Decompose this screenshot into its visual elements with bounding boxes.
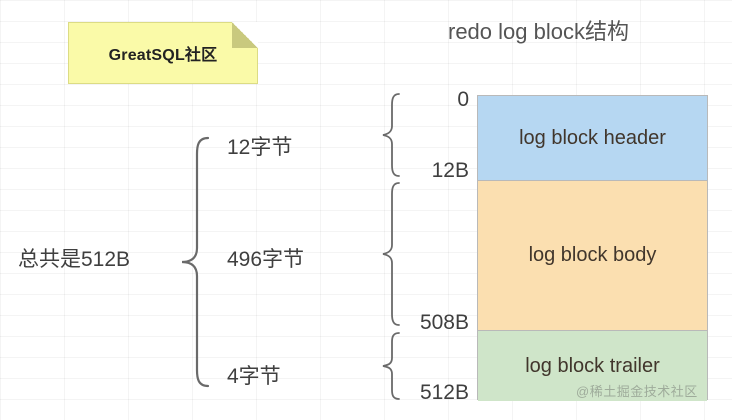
block-segment-header: log block header [478, 96, 707, 181]
page-title: redo log block结构 [448, 19, 629, 44]
segment-brace-body-icon [380, 181, 402, 327]
segment-brace-header-icon [380, 92, 402, 178]
offset-label-512: 512B [419, 381, 469, 404]
group-brace-icon [178, 136, 212, 388]
segment-size-trailer: 4字节 [227, 365, 281, 388]
redo-log-block-diagram: log block header log block body log bloc… [477, 95, 708, 401]
sticky-note-body [68, 22, 258, 84]
watermark: @稀土掘金技术社区 [576, 384, 698, 399]
sticky-note-label: GreatSQL社区 [108, 47, 218, 64]
offset-label-0: 0 [457, 88, 469, 111]
segment-size-header: 12字节 [227, 136, 293, 159]
segment-brace-trailer-icon [380, 331, 402, 401]
block-segment-trailer: log block trailer [478, 331, 707, 401]
segment-size-body: 496字节 [227, 248, 305, 271]
offset-label-508: 508B [419, 311, 469, 334]
total-size-label: 总共是512B [18, 248, 131, 271]
sticky-note: GreatSQL社区 [68, 22, 258, 84]
offset-label-12: 12B [431, 159, 469, 182]
block-segment-body: log block body [478, 181, 707, 331]
sticky-note-fold-corner [232, 22, 258, 48]
